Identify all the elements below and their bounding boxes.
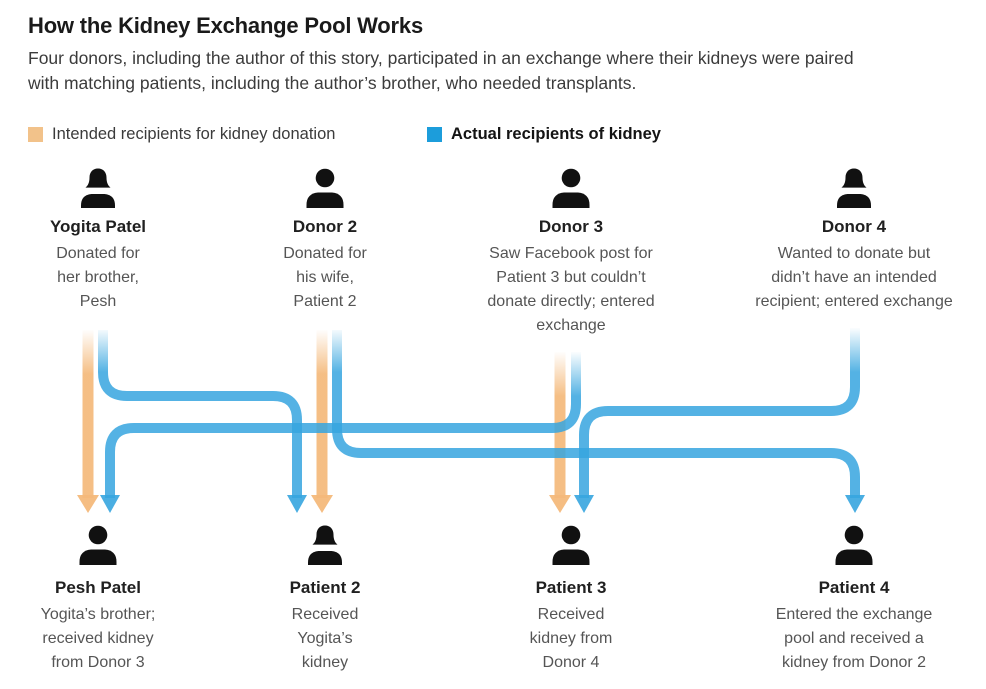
patient-column-patient4: Patient 4 Entered the exchange pool and …: [719, 524, 986, 675]
person-female-icon: [190, 524, 460, 565]
person-male-icon: [0, 524, 233, 565]
person-female-icon: [0, 167, 233, 208]
arrowhead-patient3-intended-icon: [549, 495, 571, 513]
arrowhead-patient4-actual-icon: [845, 495, 865, 513]
flow-donor4-to-patient3: [579, 328, 860, 498]
page-subtitle: Four donors, including the author of thi…: [28, 48, 854, 93]
arrowhead-patient2-intended-icon: [311, 495, 333, 513]
flow-donor2-to-patient4: [332, 330, 860, 498]
person-male-icon: [719, 524, 986, 565]
legend-intended-label: Intended recipients for kidney donation: [52, 125, 336, 143]
donor-column-donor2: Donor 2 Donated for his wife, Patient 2: [190, 167, 460, 314]
person-male-icon: [436, 524, 706, 565]
patient-description: Yogita’s brother; received kidney from D…: [40, 606, 156, 671]
donor-name: Donor 3: [538, 217, 604, 236]
legend-item-actual: Actual recipients of kidney: [427, 125, 661, 144]
arrowhead-patient2-actual-icon: [287, 495, 307, 513]
patient-name: Patient 3: [535, 578, 607, 597]
legend-item-intended: Intended recipients for kidney donation: [28, 125, 335, 144]
patient-description: Received kidney from Donor 4: [529, 606, 613, 671]
person-male-icon: [436, 167, 706, 208]
legend-actual-label: Actual recipients of kidney: [451, 125, 661, 143]
page-title: How the Kidney Exchange Pool Works: [28, 13, 423, 38]
donor-name: Yogita Patel: [49, 217, 147, 236]
actual-swatch-icon: [427, 127, 442, 142]
donor-name: Donor 4: [821, 217, 887, 236]
donor-description: Donated for her brother, Pesh: [56, 245, 140, 310]
patient-description: Received Yogita’s kidney: [291, 606, 359, 671]
donor-description: Saw Facebook post for Patient 3 but coul…: [487, 245, 655, 334]
donor-column-donor4: Donor 4 Wanted to donate but didn’t have…: [719, 167, 986, 314]
person-male-icon: [190, 167, 460, 208]
arrowhead-pesh-intended-icon: [77, 495, 99, 513]
patient-name: Pesh Patel: [55, 578, 141, 597]
arrowhead-pesh-actual-icon: [100, 495, 120, 513]
patient-name: Patient 2: [289, 578, 361, 597]
arrowhead-patient3-actual-icon: [574, 495, 594, 513]
patient-name: Patient 4: [818, 578, 890, 597]
flow-yogita-to-patient2: [98, 330, 302, 498]
patient-column-patient3: Patient 3 Received kidney from Donor 4: [436, 524, 706, 675]
person-female-icon: [719, 167, 986, 208]
flow-donor3-to-pesh: [105, 352, 581, 498]
donor-description: Wanted to donate but didn’t have an inte…: [755, 245, 953, 310]
patient-description: Entered the exchange pool and received a…: [775, 606, 933, 671]
donor-description: Donated for his wife, Patient 2: [283, 245, 367, 310]
donor-column-donor3: Donor 3 Saw Facebook post for Patient 3 …: [436, 167, 706, 338]
patient-column-pesh: Pesh Patel Yogita’s brother; received ki…: [0, 524, 233, 675]
donor-name: Donor 2: [292, 217, 358, 236]
patient-column-patient2: Patient 2 Received Yogita’s kidney: [190, 524, 460, 675]
donor-column-yogita: Yogita Patel Donated for her brother, Pe…: [0, 167, 233, 314]
intended-swatch-icon: [28, 127, 43, 142]
